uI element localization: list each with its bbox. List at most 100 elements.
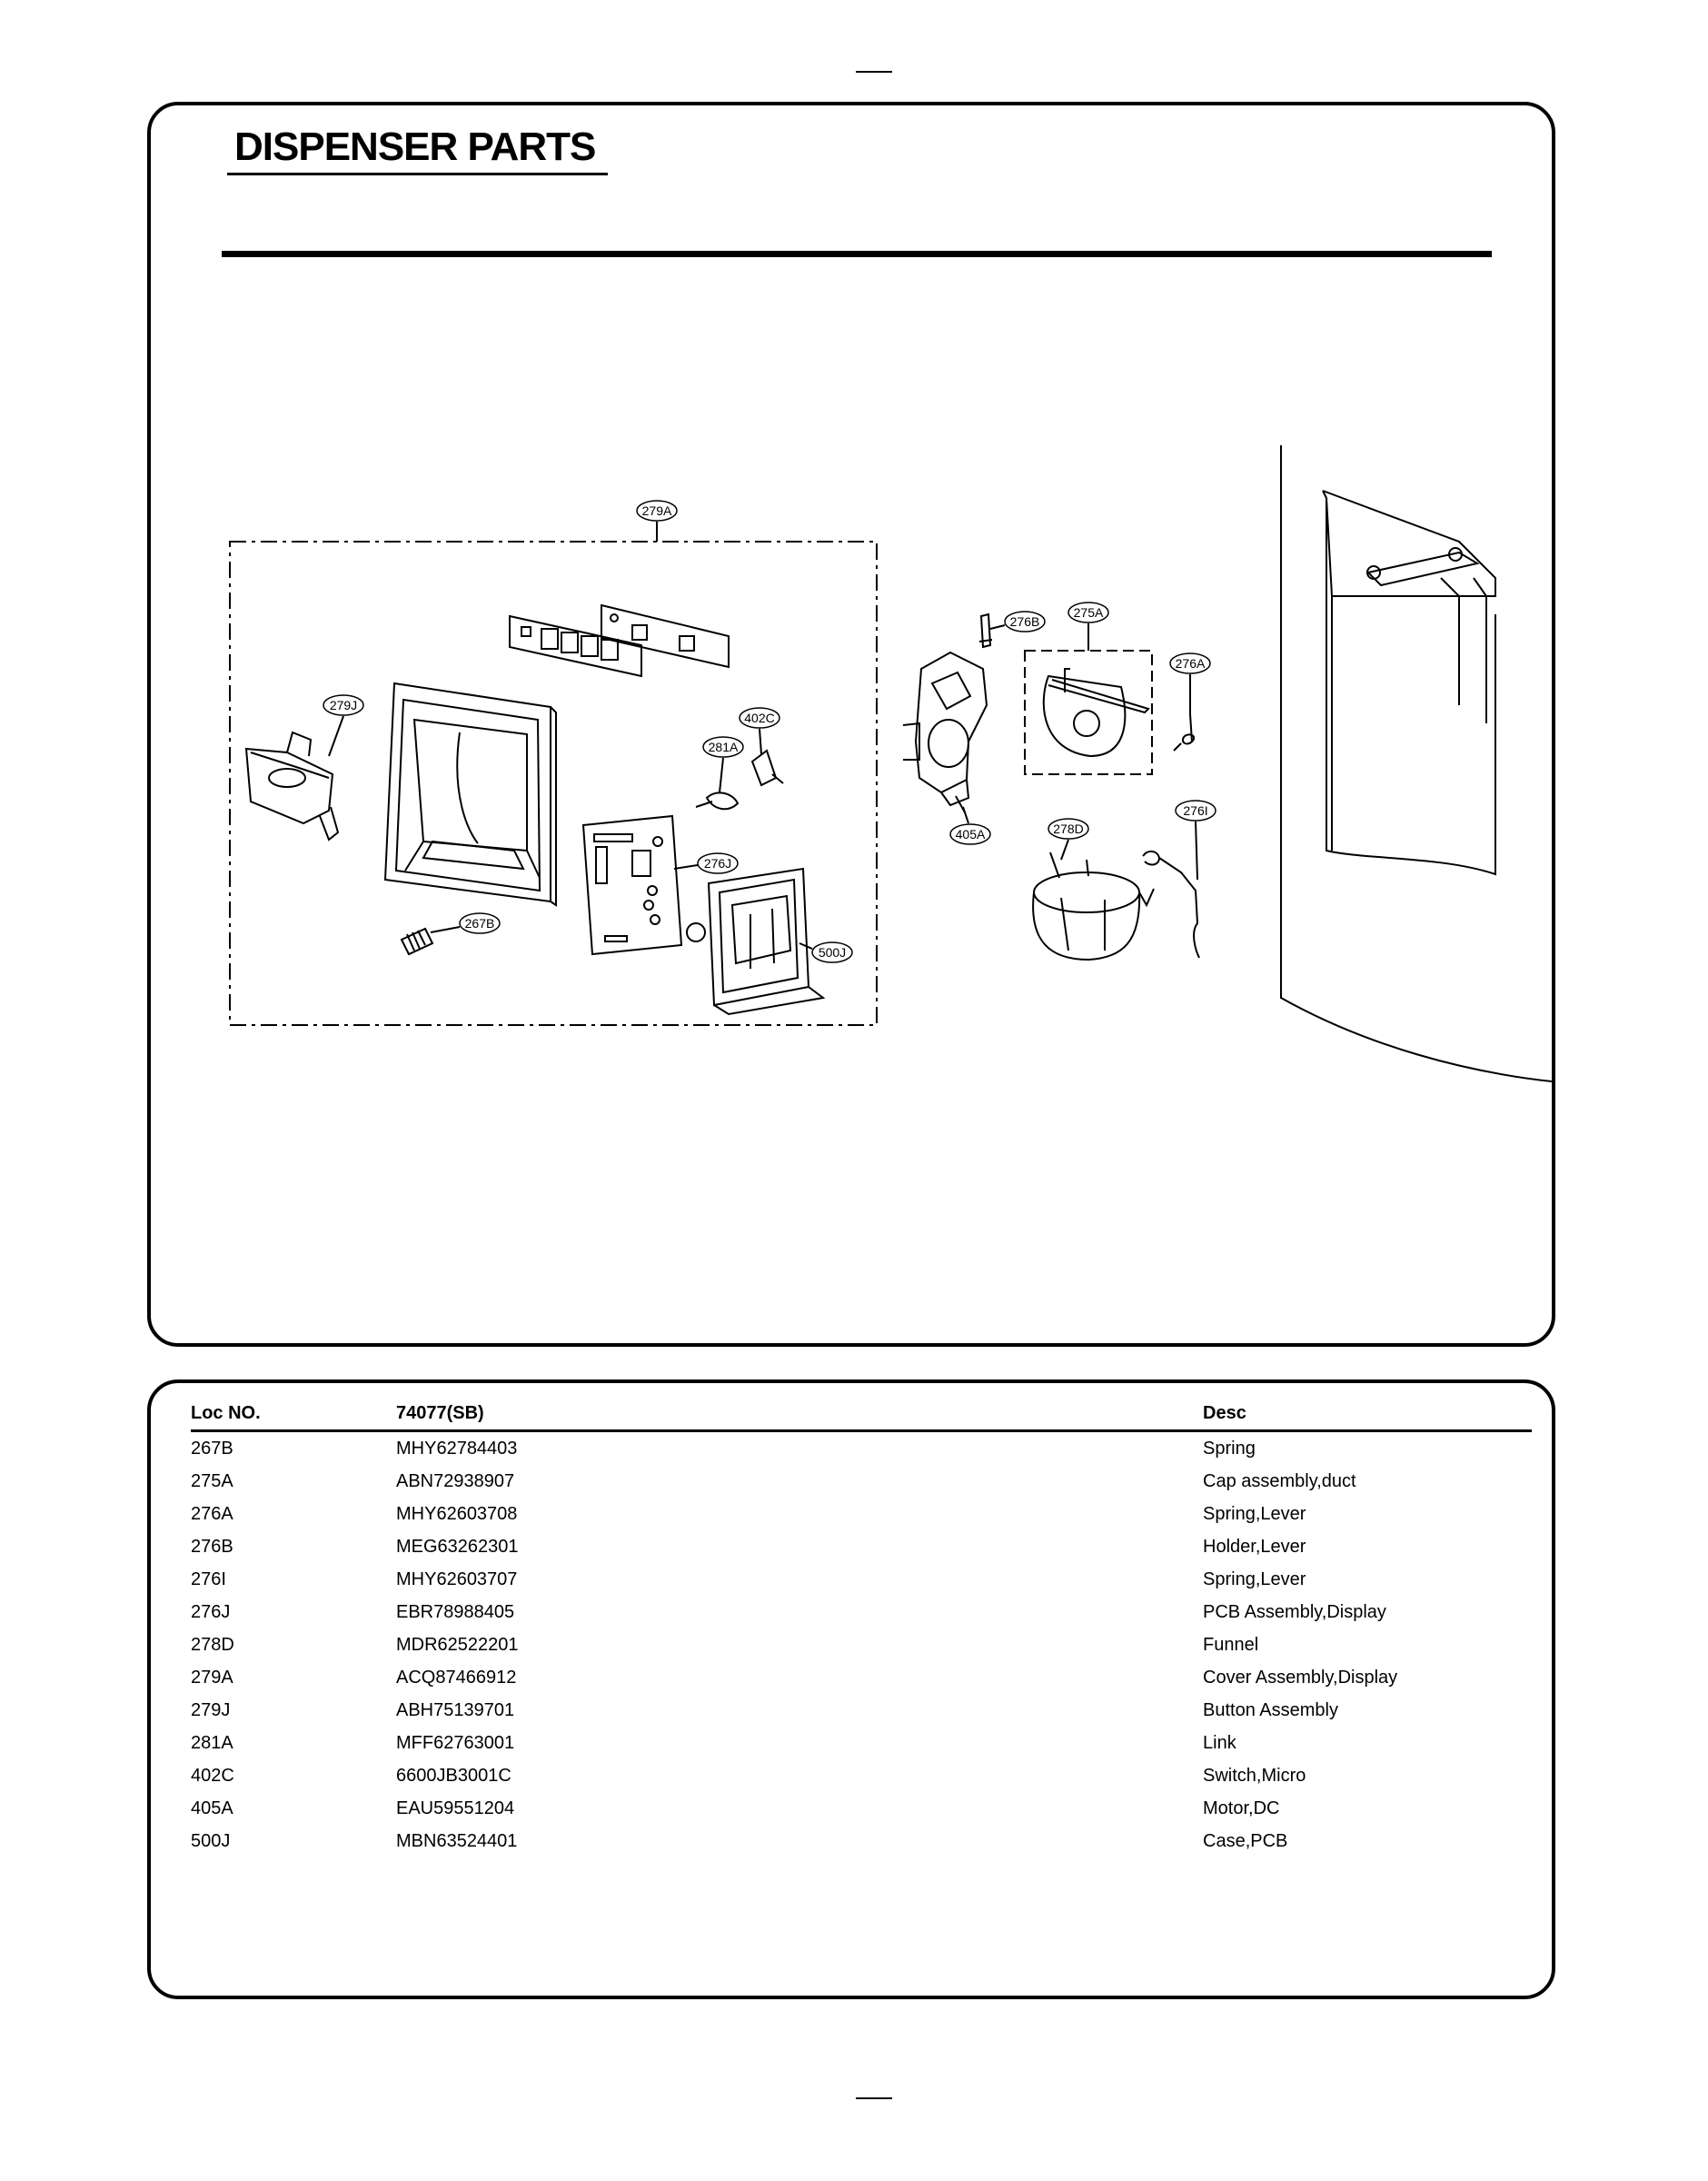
cell-loc: 276J	[191, 1602, 231, 1622]
cell-loc: 500J	[191, 1831, 231, 1851]
table-header-row: Loc NO. 74077(SB) Desc	[191, 1396, 1532, 1432]
leader-279j	[328, 715, 344, 757]
cell-part: MHY62603708	[396, 1504, 518, 1524]
cell-loc: 276A	[191, 1504, 233, 1524]
svg-text:402C: 402C	[744, 711, 774, 725]
callout-402c: 402C	[739, 707, 780, 729]
spring-276a-drawing	[1173, 713, 1196, 752]
callout-279j: 279J	[323, 694, 364, 716]
callout-275a: 275A	[1068, 602, 1109, 623]
leader-278d	[1060, 839, 1069, 861]
cell-part: MHY62603707	[396, 1569, 518, 1589]
title-divider	[222, 251, 1492, 257]
callout-500j: 500J	[811, 941, 853, 963]
pcb-case-drawing	[686, 867, 826, 1016]
dispenser-housing-drawing	[1280, 445, 1552, 1082]
leader-276b	[989, 624, 1006, 630]
section-title: DISPENSER PARTS	[227, 124, 609, 176]
svg-text:276A: 276A	[1176, 656, 1206, 671]
cell-desc: Cap assembly,duct	[1203, 1471, 1356, 1491]
callout-278d: 278D	[1048, 818, 1089, 840]
cell-part: MFF62763001	[396, 1733, 515, 1753]
cell-desc: Link	[1203, 1733, 1236, 1753]
cell-desc: Funnel	[1203, 1635, 1259, 1655]
dc-motor-drawing	[902, 651, 988, 813]
leader-402c	[759, 728, 762, 755]
cell-desc: Cover Assembly,Display	[1203, 1668, 1398, 1688]
svg-text:276I: 276I	[1183, 803, 1207, 818]
callout-405a: 405A	[949, 823, 991, 845]
cell-loc: 275A	[191, 1471, 233, 1491]
leader-500j	[799, 942, 813, 950]
spring-267b-drawing	[400, 927, 434, 956]
cell-part: EAU59551204	[396, 1798, 515, 1818]
micro-switch-drawing	[750, 749, 784, 787]
leader-276i	[1195, 821, 1198, 881]
leader-276j	[673, 864, 699, 870]
diagram-panel: DISPENSER PARTS	[147, 102, 1555, 1347]
cell-loc: 276B	[191, 1537, 233, 1557]
cell-loc: 267B	[191, 1439, 233, 1459]
spring-276i-drawing	[1142, 851, 1200, 959]
svg-text:276J: 276J	[704, 856, 731, 871]
callout-279a: 279A	[636, 500, 678, 522]
cell-part: MBN63524401	[396, 1831, 518, 1851]
table-row: 276B MEG63262301 Holder,Lever	[191, 1530, 1532, 1563]
table-row: 275A ABN72938907 Cap assembly,duct	[191, 1465, 1532, 1498]
header-part: 74077(SB)	[396, 1396, 1203, 1432]
cell-loc: 279J	[191, 1700, 231, 1720]
svg-text:275A: 275A	[1074, 605, 1104, 620]
holder-lever-drawing	[978, 612, 993, 649]
display-board-drawing	[601, 603, 730, 669]
callout-267b: 267B	[459, 912, 501, 934]
exploded-parts-diagram: 279A 279J 281A 402C 276J 267B 500J 276B	[229, 445, 1552, 1082]
cell-part: MDR62522201	[396, 1635, 519, 1655]
table-row: 276A MHY62603708 Spring,Lever	[191, 1498, 1532, 1530]
svg-text:281A: 281A	[709, 740, 739, 754]
cell-loc: 405A	[191, 1798, 233, 1818]
cell-loc: 276I	[191, 1569, 226, 1589]
cell-part: ABN72938907	[396, 1471, 515, 1491]
callout-276b: 276B	[1004, 611, 1046, 632]
svg-text:278D: 278D	[1053, 822, 1083, 836]
cell-part: ACQ87466912	[396, 1668, 517, 1688]
link-drawing	[695, 792, 740, 811]
cell-desc: Spring	[1203, 1439, 1256, 1459]
funnel-drawing	[1032, 851, 1155, 961]
leader-281a	[719, 757, 724, 793]
top-page-rule	[856, 71, 892, 73]
svg-text:500J: 500J	[819, 945, 846, 960]
leader-267b	[430, 926, 461, 933]
button-assembly-drawing	[244, 731, 340, 842]
cell-desc: Button Assembly	[1203, 1700, 1338, 1720]
svg-text:276B: 276B	[1010, 614, 1040, 629]
cell-part: EBR78988405	[396, 1602, 515, 1622]
table-row: 278D MDR62522201 Funnel	[191, 1628, 1532, 1661]
cell-desc: Motor,DC	[1203, 1798, 1280, 1818]
table-row: 276J EBR78988405 PCB Assembly,Display	[191, 1596, 1532, 1628]
cell-desc: PCB Assembly,Display	[1203, 1602, 1386, 1622]
cell-part: ABH75139701	[396, 1700, 515, 1720]
cell-desc: Spring,Lever	[1203, 1569, 1306, 1589]
cell-desc: Spring,Lever	[1203, 1504, 1306, 1524]
callout-276a: 276A	[1169, 652, 1211, 674]
cell-loc: 278D	[191, 1635, 234, 1655]
table-row: 276I MHY62603707 Spring,Lever	[191, 1563, 1532, 1596]
display-cover-drawing	[383, 682, 557, 907]
header-desc: Desc	[1203, 1396, 1532, 1432]
table-row: 279J ABH75139701 Button Assembly	[191, 1694, 1532, 1727]
cell-desc: Case,PCB	[1203, 1831, 1288, 1851]
cell-desc: Switch,Micro	[1203, 1766, 1306, 1786]
table-row: 500J MBN63524401 Case,PCB	[191, 1825, 1532, 1857]
cell-part: MEG63262301	[396, 1537, 519, 1557]
cell-desc: Holder,Lever	[1203, 1537, 1306, 1557]
cell-part: 6600JB3001C	[396, 1766, 511, 1786]
cell-loc: 279A	[191, 1668, 233, 1688]
assembly-279a-outline	[229, 541, 878, 1026]
svg-text:279A: 279A	[642, 503, 672, 518]
cell-loc: 281A	[191, 1733, 233, 1753]
